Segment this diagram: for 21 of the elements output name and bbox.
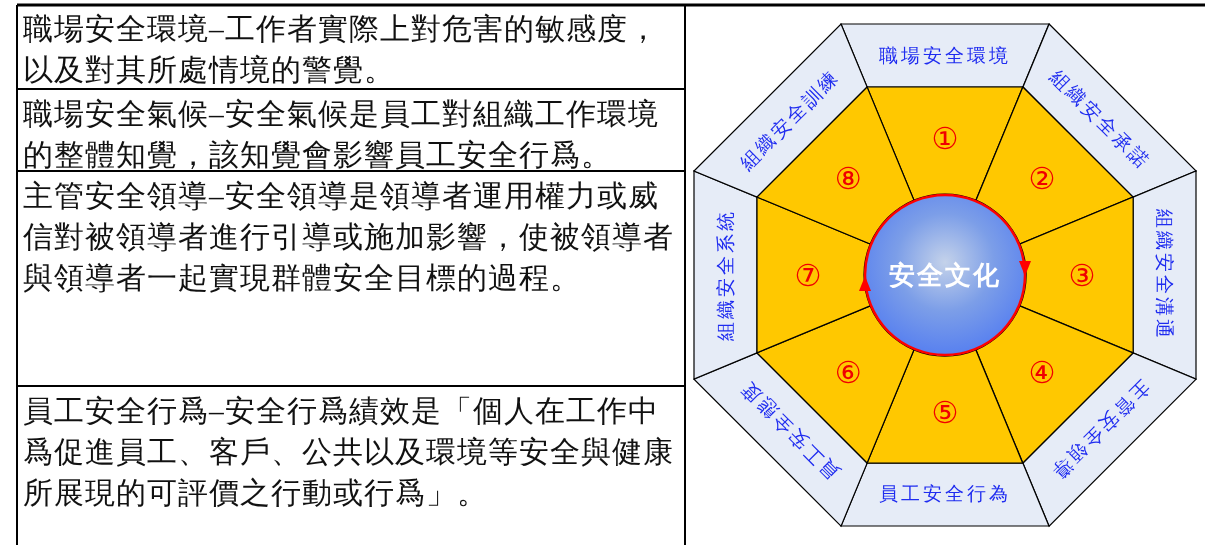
segment-number: ⑧: [834, 160, 862, 196]
inner-segment: [867, 87, 1023, 201]
segment-number: ⑥: [834, 354, 862, 390]
segment-label: 職場安全環境: [879, 43, 1011, 68]
segment-number: ③: [1068, 257, 1096, 293]
segment-number: ②: [1028, 160, 1056, 196]
center-label: 安全文化: [889, 258, 1001, 292]
segment-label: 員工安全行為: [879, 481, 1011, 506]
segment-number: ④: [1028, 354, 1056, 390]
segment-number: ⑦: [794, 257, 822, 293]
table-cell-text: 職場安全環境–工作者實際上對危害的敏感度，以及對其所處情境的警覺。: [22, 12, 660, 88]
segment-number: ⑤: [931, 394, 959, 430]
inner-segment: [757, 197, 871, 353]
table-cell: 員工安全行爲–安全行爲績效是「個人在工作中爲促進員工、客戶、公共以及環境等安全與健康所展現的可評價之行動或行爲」。: [17, 385, 685, 545]
table-cell: 主管安全領導–安全領導是領導者運用權力或威信對被領導者進行引導或施加影響，使被領導者與領導者一起實現群體安全目標的過程。: [17, 170, 685, 385]
table-cell: 職場安全氣候–安全氣候是員工對組織工作環境的整體知覺，該知覺會影響員工安全行爲。: [17, 88, 685, 170]
inner-segment: [1019, 197, 1133, 353]
segment-label: 組織安全系統: [713, 209, 737, 341]
segment-label: 組織安全溝通: [1153, 209, 1177, 341]
segment-number: ①: [931, 120, 959, 156]
inner-segment: [867, 349, 1023, 463]
